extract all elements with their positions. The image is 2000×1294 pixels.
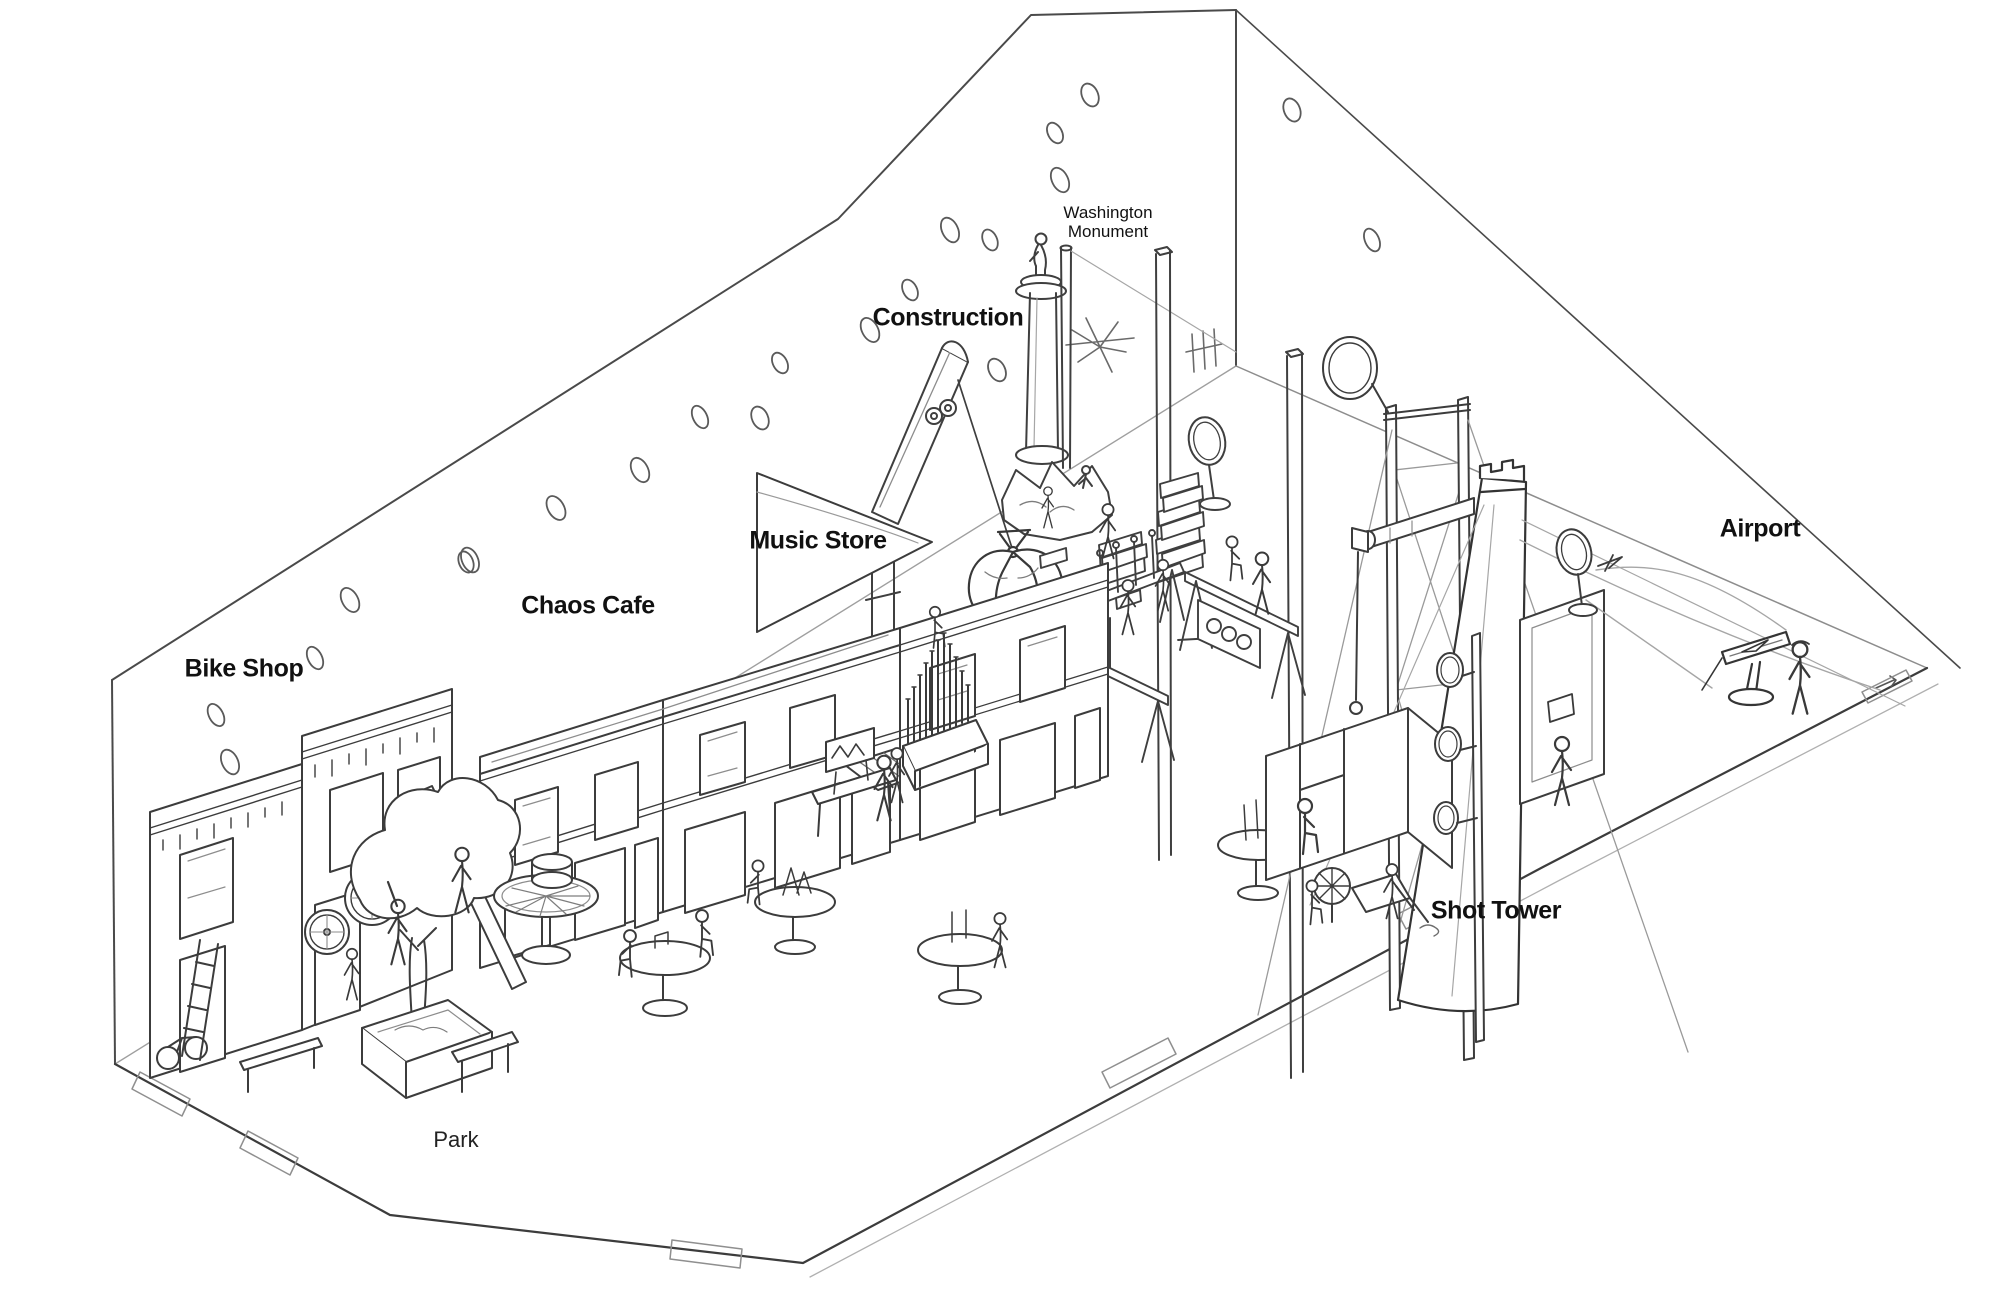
washington-monument [1001, 232, 1237, 541]
park-bench [451, 1031, 519, 1093]
label-music-store: Music Store [749, 526, 887, 555]
construction-crane [865, 340, 1013, 665]
label-washington-monument-line2: Monument [1067, 222, 1149, 241]
label-washington-monument-line1: Washington [1063, 203, 1153, 222]
mirror-stand [1187, 416, 1231, 511]
label-construction: Construction [872, 303, 1024, 332]
hoop-post [1433, 632, 1485, 1043]
people [343, 486, 1811, 1001]
airport-hoop-stand [1555, 528, 1623, 617]
person-figure [1252, 551, 1272, 615]
organ-pipes-exhibit [902, 632, 989, 791]
label-airport: Airport [1719, 514, 1801, 543]
tower-cylinder [1349, 497, 1475, 715]
plane-launcher [1701, 630, 1792, 707]
label-washington-monument: Washington Monument [1063, 203, 1152, 241]
wave-screen-exhibit [811, 727, 897, 837]
floor [113, 666, 1939, 1278]
person-figure [1225, 535, 1244, 582]
label-shot-tower: Shot Tower [1430, 896, 1562, 925]
wall-stone-ovals [206, 82, 1381, 917]
label-bike-shop: Bike Shop [184, 654, 304, 683]
person-figure [1788, 641, 1811, 715]
chaos-cafe-building [479, 627, 929, 969]
label-park: Park [433, 1127, 479, 1152]
banner-sail [756, 472, 933, 633]
wall-scribbles [1065, 317, 1223, 373]
label-chaos-cafe: Chaos Cafe [521, 591, 655, 620]
